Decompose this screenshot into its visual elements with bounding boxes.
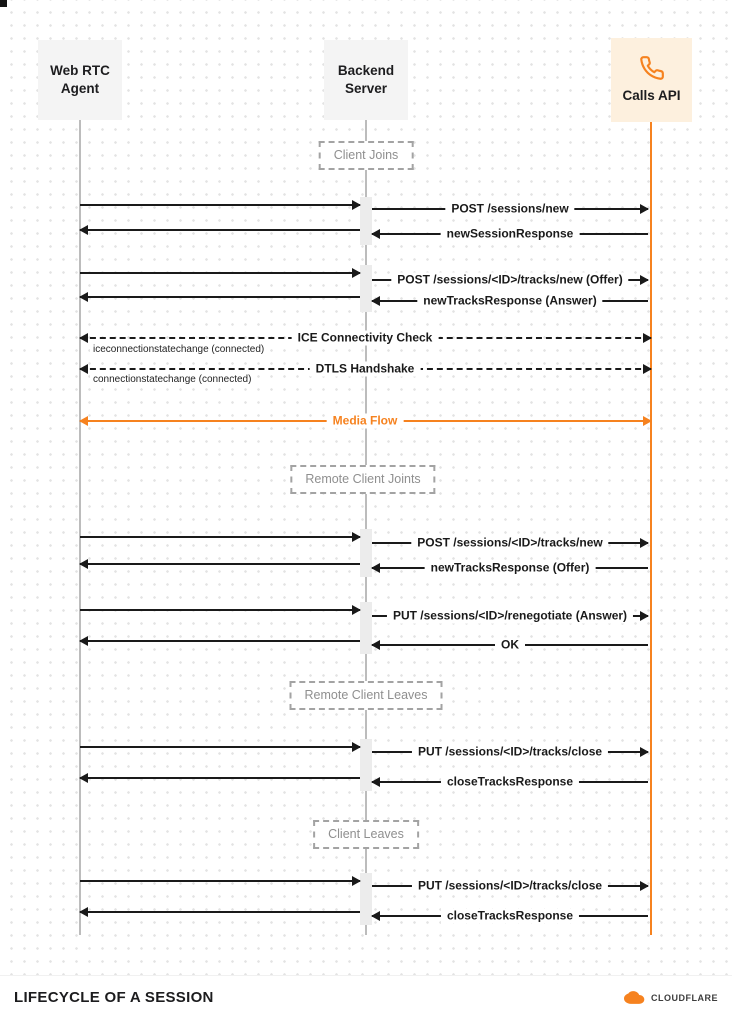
message-label-post-tracks-new-offer: POST /sessions/<ID>/tracks/new (Offer) [391, 272, 629, 288]
cloudflare-wordmark: CLOUDFLARE [651, 992, 718, 1003]
activation-bar [360, 197, 372, 245]
actor-backend-label-line1: Backend [337, 63, 395, 78]
actor-webrtc-label-line2: Agent [60, 81, 100, 96]
cloudflare-cloud-icon [624, 991, 645, 1004]
actor-calls-api: Calls API [611, 38, 692, 122]
actor-calls-label: Calls API [622, 88, 681, 103]
activation-bar [360, 602, 372, 654]
sub-label-ice-state: iceconnectionstatechange (connected) [90, 344, 268, 356]
arrow-agent-to-backend [80, 532, 361, 542]
arrow-backend-to-agent [79, 292, 360, 302]
message-label-put-tracks-close: PUT /sessions/<ID>/tracks/close [411, 744, 609, 760]
arrow-agent-to-backend [80, 605, 361, 615]
message-label-close-tracks-response: closeTracksResponse [440, 908, 580, 924]
message-label-new-tracks-response-offer: newTracksResponse (Offer) [424, 560, 596, 576]
activation-bar [360, 529, 372, 577]
message-label-post-tracks-new: POST /sessions/<ID>/tracks/new [411, 535, 609, 551]
section-client-joins: Client Joins [318, 141, 414, 170]
arrow-agent-to-backend [80, 742, 361, 752]
message-label-ok: OK [495, 637, 525, 653]
message-label-put-renegotiate-answer: PUT /sessions/<ID>/renegotiate (Answer) [386, 608, 634, 624]
arrow-backend-to-agent [79, 907, 360, 917]
arrow-agent-to-backend [80, 876, 361, 886]
lifeline-calls-api [650, 122, 652, 935]
arrow-agent-to-backend [80, 268, 361, 278]
sub-label-dtls-state: connectionstatechange (connected) [90, 374, 255, 386]
arrow-backend-to-agent [79, 225, 360, 235]
page-corner-mark [0, 0, 7, 7]
message-label-new-tracks-response-answer: newTracksResponse (Answer) [417, 293, 603, 309]
arrow-backend-to-agent [79, 636, 360, 646]
activation-bar [360, 739, 372, 791]
activation-bar [360, 873, 372, 925]
message-label-new-session-response: newSessionResponse [440, 226, 580, 242]
actor-webrtc-agent: Web RTC Agent [38, 40, 122, 120]
section-remote-client-joins: Remote Client Joints [290, 465, 436, 494]
phone-icon [639, 56, 664, 80]
footer: LIFECYCLE OF A SESSION CLOUDFLARE [0, 975, 732, 1019]
message-label-ice-check: ICE Connectivity Check [291, 330, 439, 346]
message-label-put-tracks-close: PUT /sessions/<ID>/tracks/close [411, 878, 609, 894]
actor-backend-label-line2: Server [344, 81, 388, 96]
arrow-agent-to-backend [80, 200, 361, 210]
message-label-media-flow: Media Flow [326, 413, 404, 429]
actor-backend-server: Backend Server [324, 40, 408, 120]
actor-webrtc-label-line1: Web RTC [50, 63, 110, 78]
lifeline-backend-server [365, 120, 367, 935]
arrow-backend-to-agent [79, 559, 360, 569]
message-label-dtls-handshake: DTLS Handshake [309, 361, 421, 377]
message-label-close-tracks-response: closeTracksResponse [440, 774, 580, 790]
section-client-leaves: Client Leaves [313, 820, 419, 849]
message-label-post-sessions-new: POST /sessions/new [445, 201, 575, 217]
activation-bar [360, 265, 372, 312]
lifeline-webrtc-agent [79, 120, 81, 935]
cloudflare-logo: CLOUDFLARE [624, 991, 718, 1004]
arrow-backend-to-agent [79, 773, 360, 783]
diagram-title: LIFECYCLE OF A SESSION [14, 989, 214, 1006]
section-remote-client-leaves: Remote Client Leaves [289, 681, 443, 710]
